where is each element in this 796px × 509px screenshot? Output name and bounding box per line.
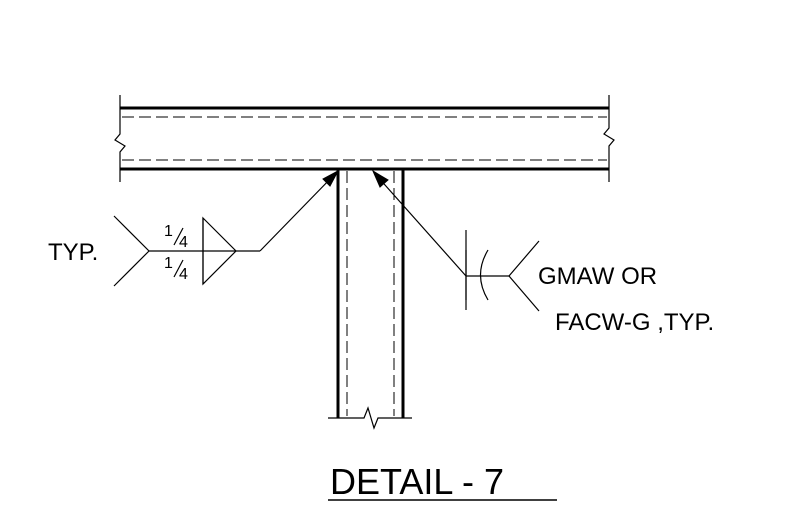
weld-size-upper-denominator: 4 xyxy=(179,234,188,251)
typ-note-left: TYP. xyxy=(48,239,98,266)
process-note-line2: FACW-G ,TYP. xyxy=(555,309,714,336)
plate-right-break-line xyxy=(603,95,615,182)
detail-title: DETAIL - 7 xyxy=(328,461,557,502)
weld-size-upper-slash xyxy=(173,227,184,246)
weld-size-lower-numerator: 1 xyxy=(164,255,173,272)
weld-tail-right xyxy=(508,240,540,312)
process-note-line1: GMAW OR xyxy=(538,263,657,290)
leader-line-left xyxy=(259,174,335,252)
horizontal-plate xyxy=(114,95,615,182)
weld-size-upper-fraction: 1 4 xyxy=(164,223,188,251)
right-weld-callout: GMAW OR FACW-G ,TYP. xyxy=(371,169,714,336)
web-bottom-break-line xyxy=(328,406,412,430)
detail-title-text: DETAIL - 7 xyxy=(330,461,504,502)
weld-size-upper-numerator: 1 xyxy=(164,223,173,240)
weld-size-lower-fraction: 1 4 xyxy=(164,255,188,283)
vertical-plate xyxy=(328,169,412,430)
arrowhead-right xyxy=(371,169,389,188)
arrowhead-left xyxy=(322,169,340,187)
flare-weld-curve xyxy=(479,249,489,301)
left-weld-callout: 1 4 1 4 TYP. xyxy=(48,169,340,287)
weld-tail-left xyxy=(113,215,150,287)
weld-size-lower-denominator: 4 xyxy=(179,266,188,283)
weld-size-lower-slash xyxy=(173,259,184,278)
plate-left-break-line xyxy=(114,95,126,182)
leader-line-right xyxy=(376,175,467,277)
